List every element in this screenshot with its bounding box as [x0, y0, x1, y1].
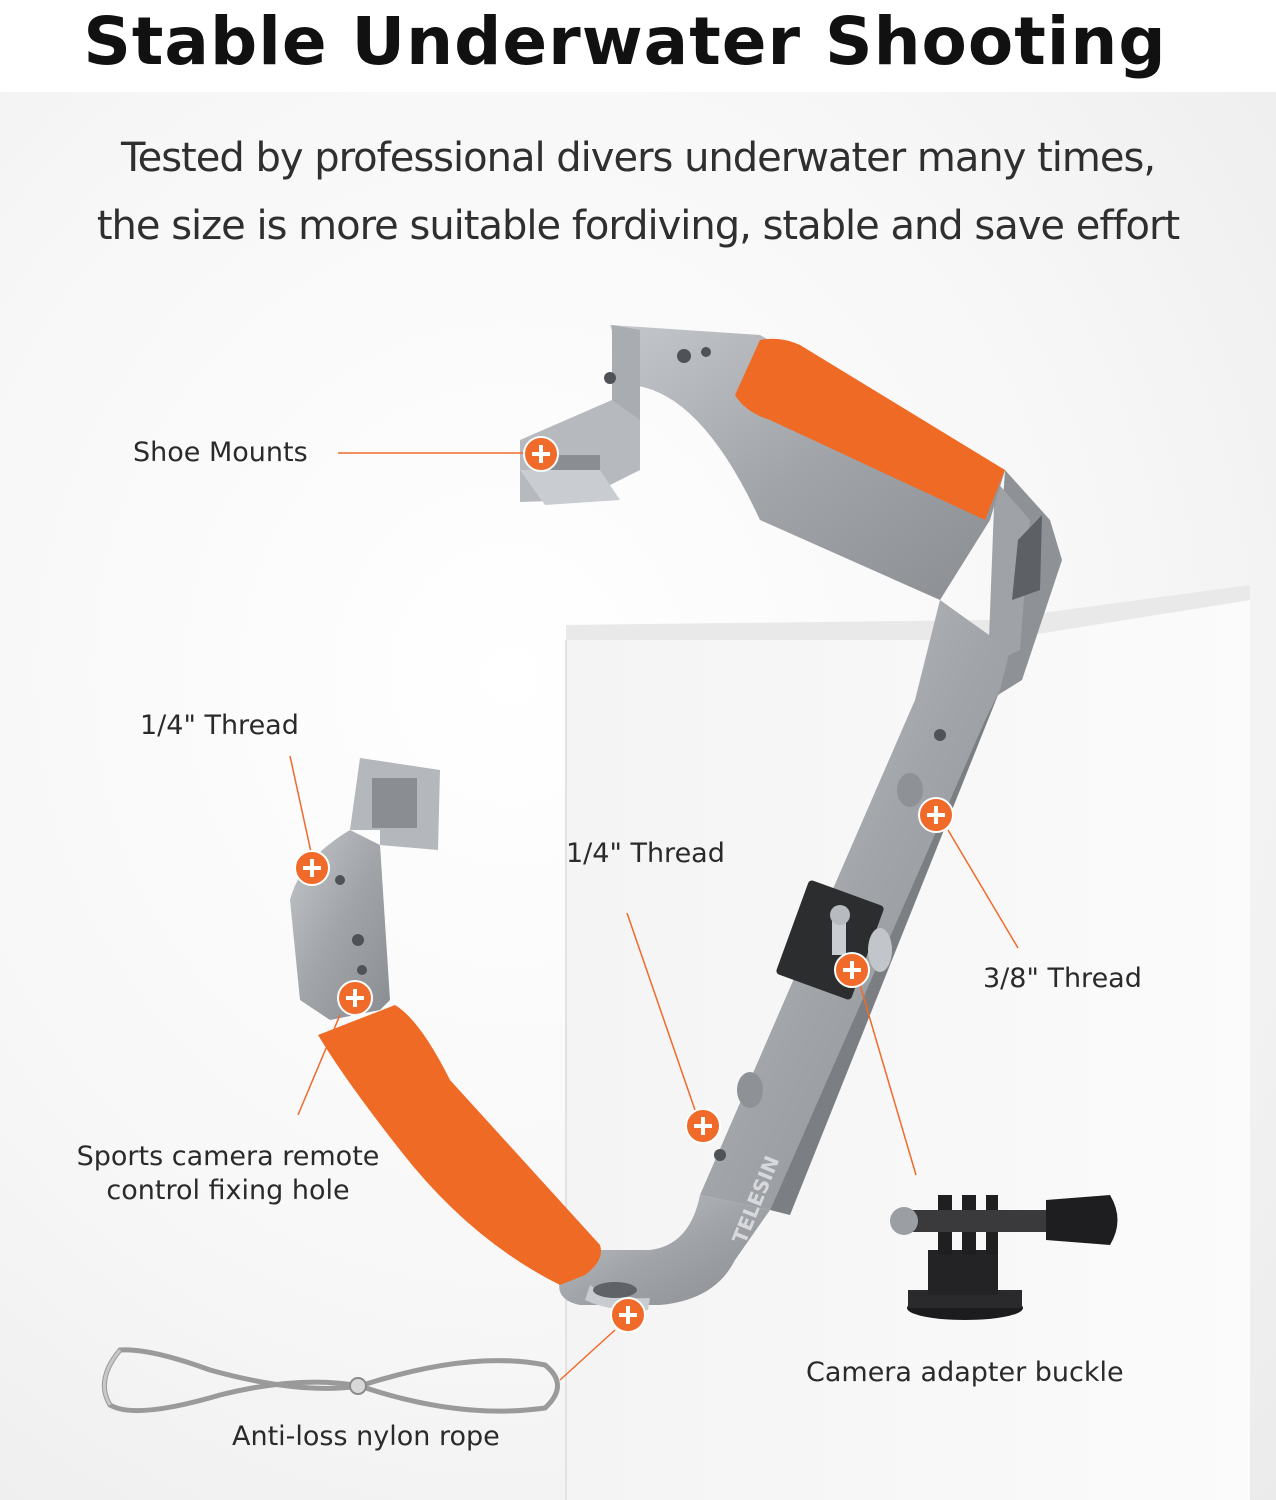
- label-remote-hole-line-2: control fixing hole: [106, 1175, 350, 1206]
- bottom-orange-grip: [318, 1005, 601, 1285]
- hotspot-nylon-rope[interactable]: [610, 1297, 646, 1333]
- label-remote-hole: Sports camera remote control fixing hole: [68, 1140, 388, 1208]
- subtitle-line-2: the size is more suitable fordiving, sta…: [96, 203, 1180, 249]
- background-block: [565, 585, 1250, 1500]
- adapter-buckle-icon: [890, 1195, 1118, 1320]
- frame-top-bar: [520, 325, 1005, 600]
- hotspot-three-eighths-thread[interactable]: [918, 797, 954, 833]
- label-three-eighths-thread: 3/8" Thread: [983, 963, 1142, 994]
- frame-left-arm: [290, 758, 440, 1020]
- label-remote-hole-line-1: Sports camera remote: [76, 1141, 380, 1172]
- label-quarter-thread-center: 1/4" Thread: [566, 838, 725, 869]
- page-title: Stable Underwater Shooting: [83, 3, 1167, 80]
- hotspot-quarter-thread-center[interactable]: [685, 1108, 721, 1144]
- frame-bottom-bar: [559, 1195, 770, 1311]
- hotspot-remote-hole[interactable]: [337, 980, 373, 1016]
- label-quarter-thread-left: 1/4" Thread: [140, 710, 299, 741]
- label-nylon-rope: Anti-loss nylon rope: [232, 1421, 500, 1452]
- label-shoe-mounts: Shoe Mounts: [133, 437, 308, 468]
- hotspot-quarter-thread-left[interactable]: [294, 850, 330, 886]
- hotspot-adapter-buckle[interactable]: [834, 952, 870, 988]
- label-adapter-buckle: Camera adapter buckle: [806, 1357, 1124, 1388]
- hotspot-shoe-mounts[interactable]: [523, 436, 559, 472]
- nylon-rope-icon: [101, 1347, 560, 1414]
- top-orange-grip: [735, 338, 1005, 520]
- subtitle-line-1: Tested by professional divers underwater…: [120, 135, 1156, 181]
- leader-lines: [289, 452, 1019, 1381]
- title-band: [0, 0, 1276, 92]
